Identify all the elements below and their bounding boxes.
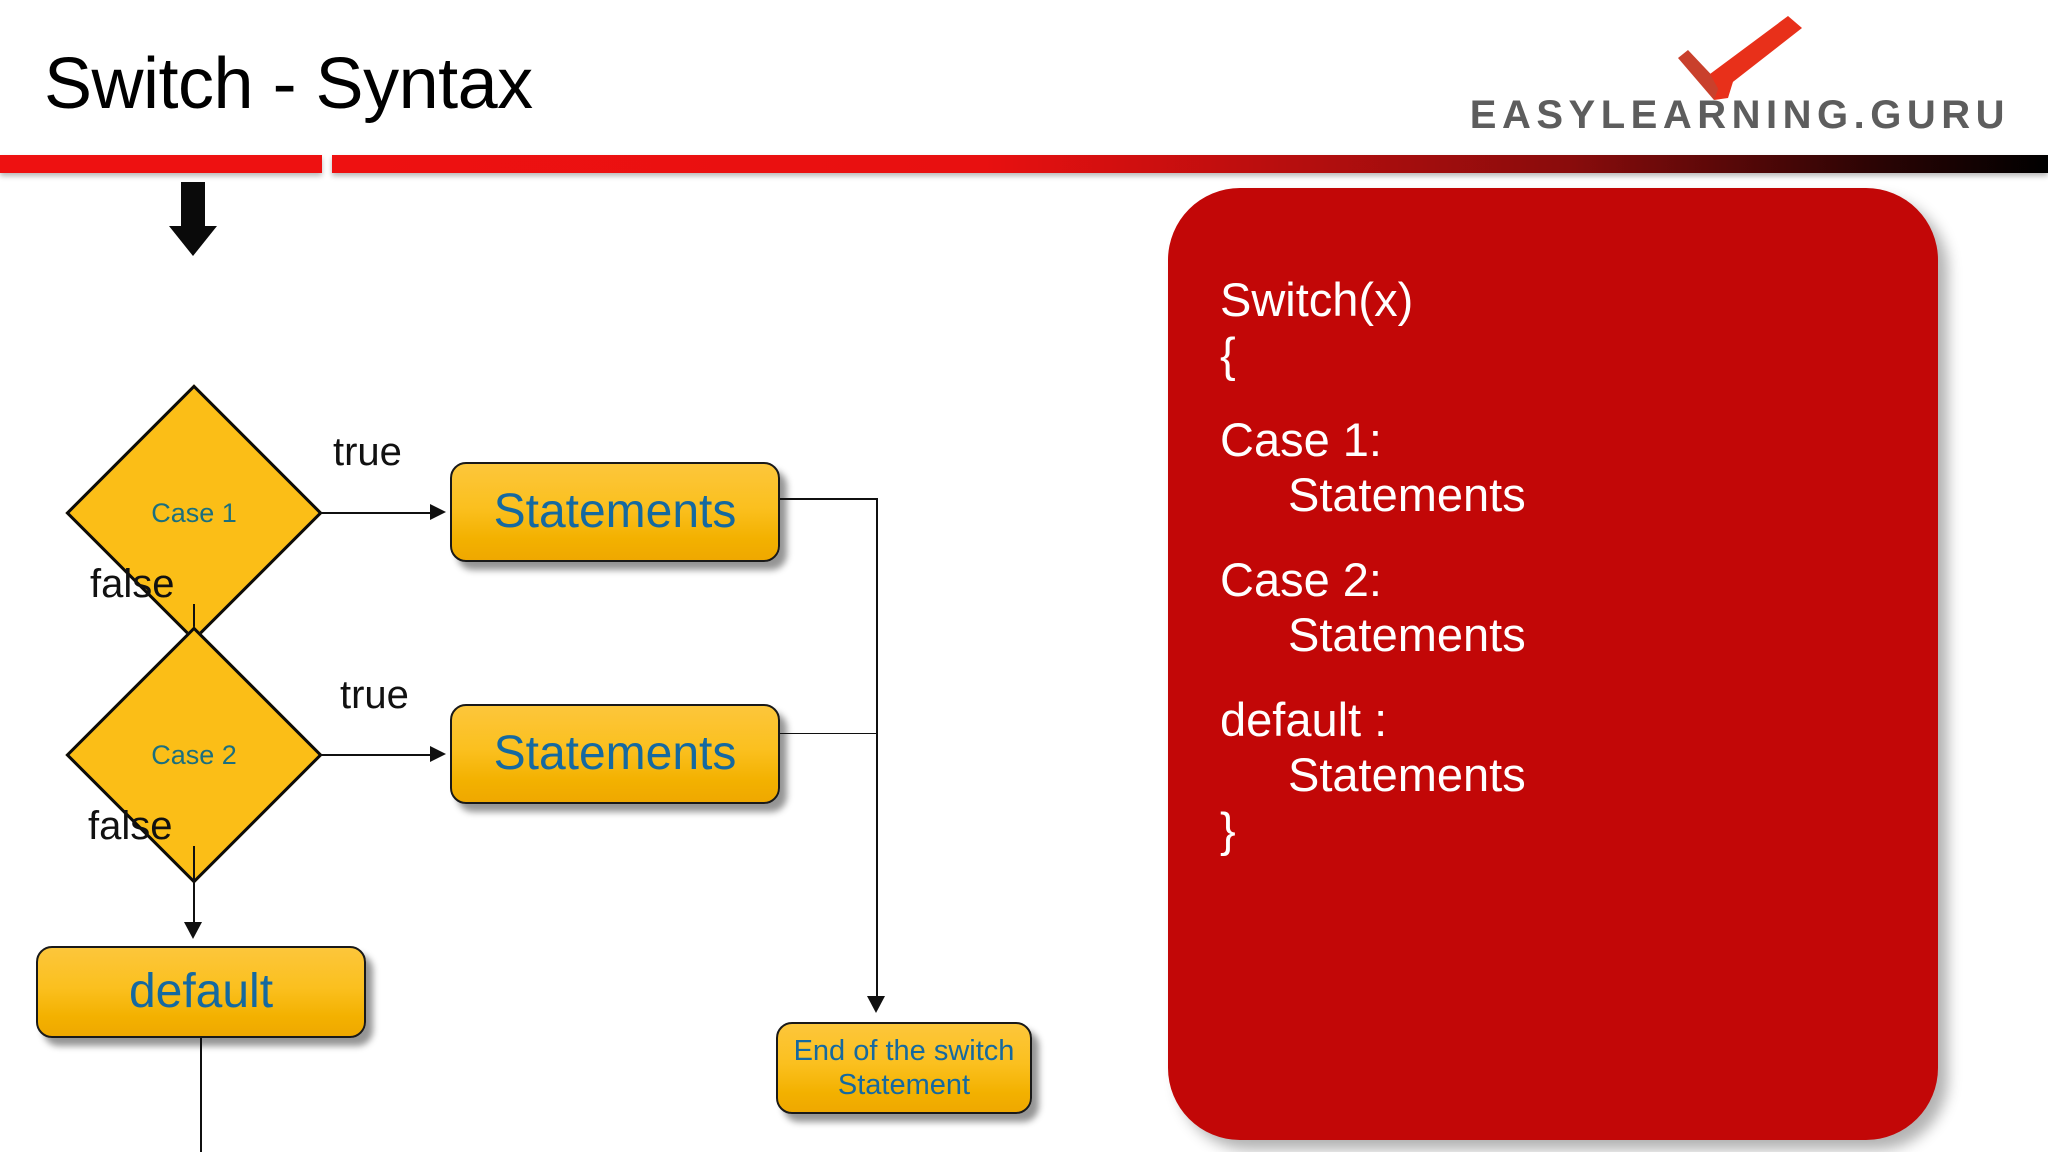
code-line-spacer-3 — [1220, 666, 1938, 696]
flowchart: Case 1 true Statements false Case 2 true… — [0, 160, 1120, 1152]
decision-case-1-label: Case 1 — [151, 498, 237, 528]
edge-label-true-1: true — [333, 430, 402, 474]
process-default[interactable]: default — [36, 946, 366, 1038]
edge-label-false-1: false — [90, 562, 175, 606]
process-statements-2[interactable]: Statements — [450, 704, 780, 804]
edge-case2-true-arrowhead — [430, 746, 446, 762]
terminator-end-of-switch[interactable]: End of the switch Statement — [776, 1022, 1032, 1114]
code-line-case-2-statements: Statements — [1288, 608, 1526, 661]
edge-case2-false-line — [193, 846, 195, 928]
code-line-default-statements: Statements — [1288, 748, 1526, 801]
code-line-close-brace: } — [1220, 803, 1236, 856]
code-line-default: default : — [1220, 693, 1388, 746]
edge-case1-true-arrowhead — [430, 504, 446, 520]
page-title: Switch - Syntax — [44, 44, 533, 124]
edge-label-true-2: true — [340, 673, 409, 717]
code-line-case-2: Case 2: — [1220, 553, 1382, 606]
process-statements-1[interactable]: Statements — [450, 462, 780, 562]
edge-statements2-hline — [780, 733, 878, 734]
edge-case1-true-line — [320, 512, 432, 514]
code-line-switch: Switch(x) — [1220, 273, 1414, 326]
edge-default-vline — [200, 1038, 202, 1152]
header-rule-left — [0, 155, 322, 173]
terminator-line-1: End of the switch — [793, 1034, 1015, 1067]
entry-arrow-icon — [169, 182, 217, 258]
edge-case2-false-arrowhead — [184, 922, 202, 939]
edge-label-false-2: false — [88, 804, 173, 848]
process-default-label: default — [128, 964, 274, 1018]
decision-case-2-label: Case 2 — [151, 740, 237, 770]
header-rule-right — [332, 155, 2048, 173]
process-statements-2-label: Statements — [493, 726, 737, 780]
edge-right-bus-vline — [876, 498, 878, 1002]
terminator-line-2: Statement — [837, 1069, 971, 1101]
code-line-open-brace: { — [1220, 328, 1236, 381]
code-line-spacer-2 — [1220, 526, 1938, 556]
edge-case2-true-line — [320, 754, 432, 756]
code-line-case-1: Case 1: — [1220, 413, 1382, 466]
brand-wordmark: EASYLEARNING.GURU — [1469, 93, 2010, 137]
edge-right-bus-arrowhead — [867, 996, 885, 1013]
edge-statements1-hline — [780, 498, 878, 500]
brand-logo: EASYLEARNING.GURU — [1438, 8, 2028, 148]
checkmark-icon — [1678, 16, 1802, 100]
code-line-case-1-statements: Statements — [1288, 468, 1526, 521]
code-panel: Switch(x) { Case 1: Statements Case 2: S… — [1168, 188, 1938, 1140]
code-line-spacer-1 — [1220, 386, 1938, 416]
process-statements-1-label: Statements — [493, 484, 737, 538]
